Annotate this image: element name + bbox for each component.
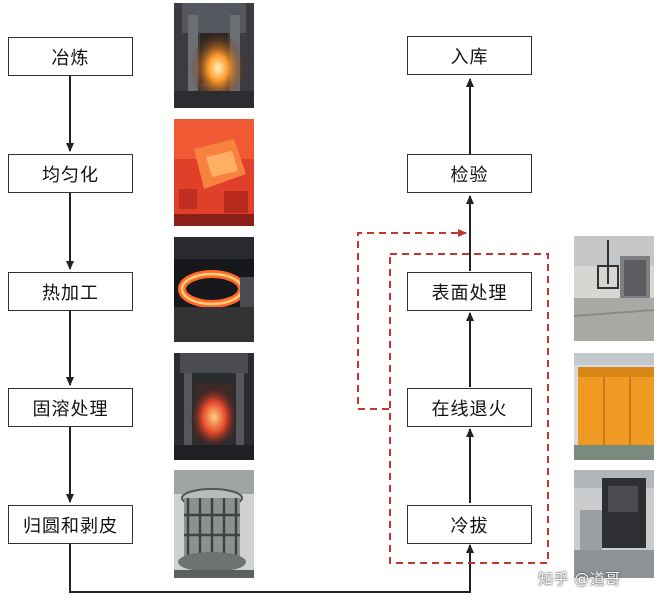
bypass-annealing-to-inspection-path [357, 229, 467, 410]
solution-furnace-photo [174, 353, 254, 460]
step-inspection: 检验 [407, 154, 532, 193]
step-storage: 入库 [407, 36, 532, 75]
annealing-line-photo [574, 353, 654, 460]
glowing-ingot-photo [174, 119, 254, 226]
peeling-machine-photo [174, 470, 254, 578]
arrow-peeling-to-colddrawing [69, 544, 474, 593]
step-surface-treatment: 表面处理 [407, 272, 532, 311]
step-solution-treatment: 固溶处理 [8, 388, 133, 427]
step-homogenization: 均匀化 [8, 154, 133, 193]
step-cold-drawing: 冷拔 [407, 505, 532, 544]
step-smelting: 冶炼 [8, 37, 133, 76]
smelting-furnace-photo [174, 3, 254, 108]
step-online-annealing: 在线退火 [407, 388, 532, 427]
cold-drawing-machine-photo [574, 470, 654, 578]
step-hot-working: 热加工 [8, 272, 133, 311]
cold-processing-group-frame [389, 253, 549, 564]
surface-treatment-equipment-photo [574, 236, 654, 341]
step-rounding-and-peeling: 归圆和剥皮 [8, 505, 133, 544]
hot-ring-forging-photo [174, 237, 254, 342]
watermark-text: 知乎 @道哥 [538, 570, 621, 588]
